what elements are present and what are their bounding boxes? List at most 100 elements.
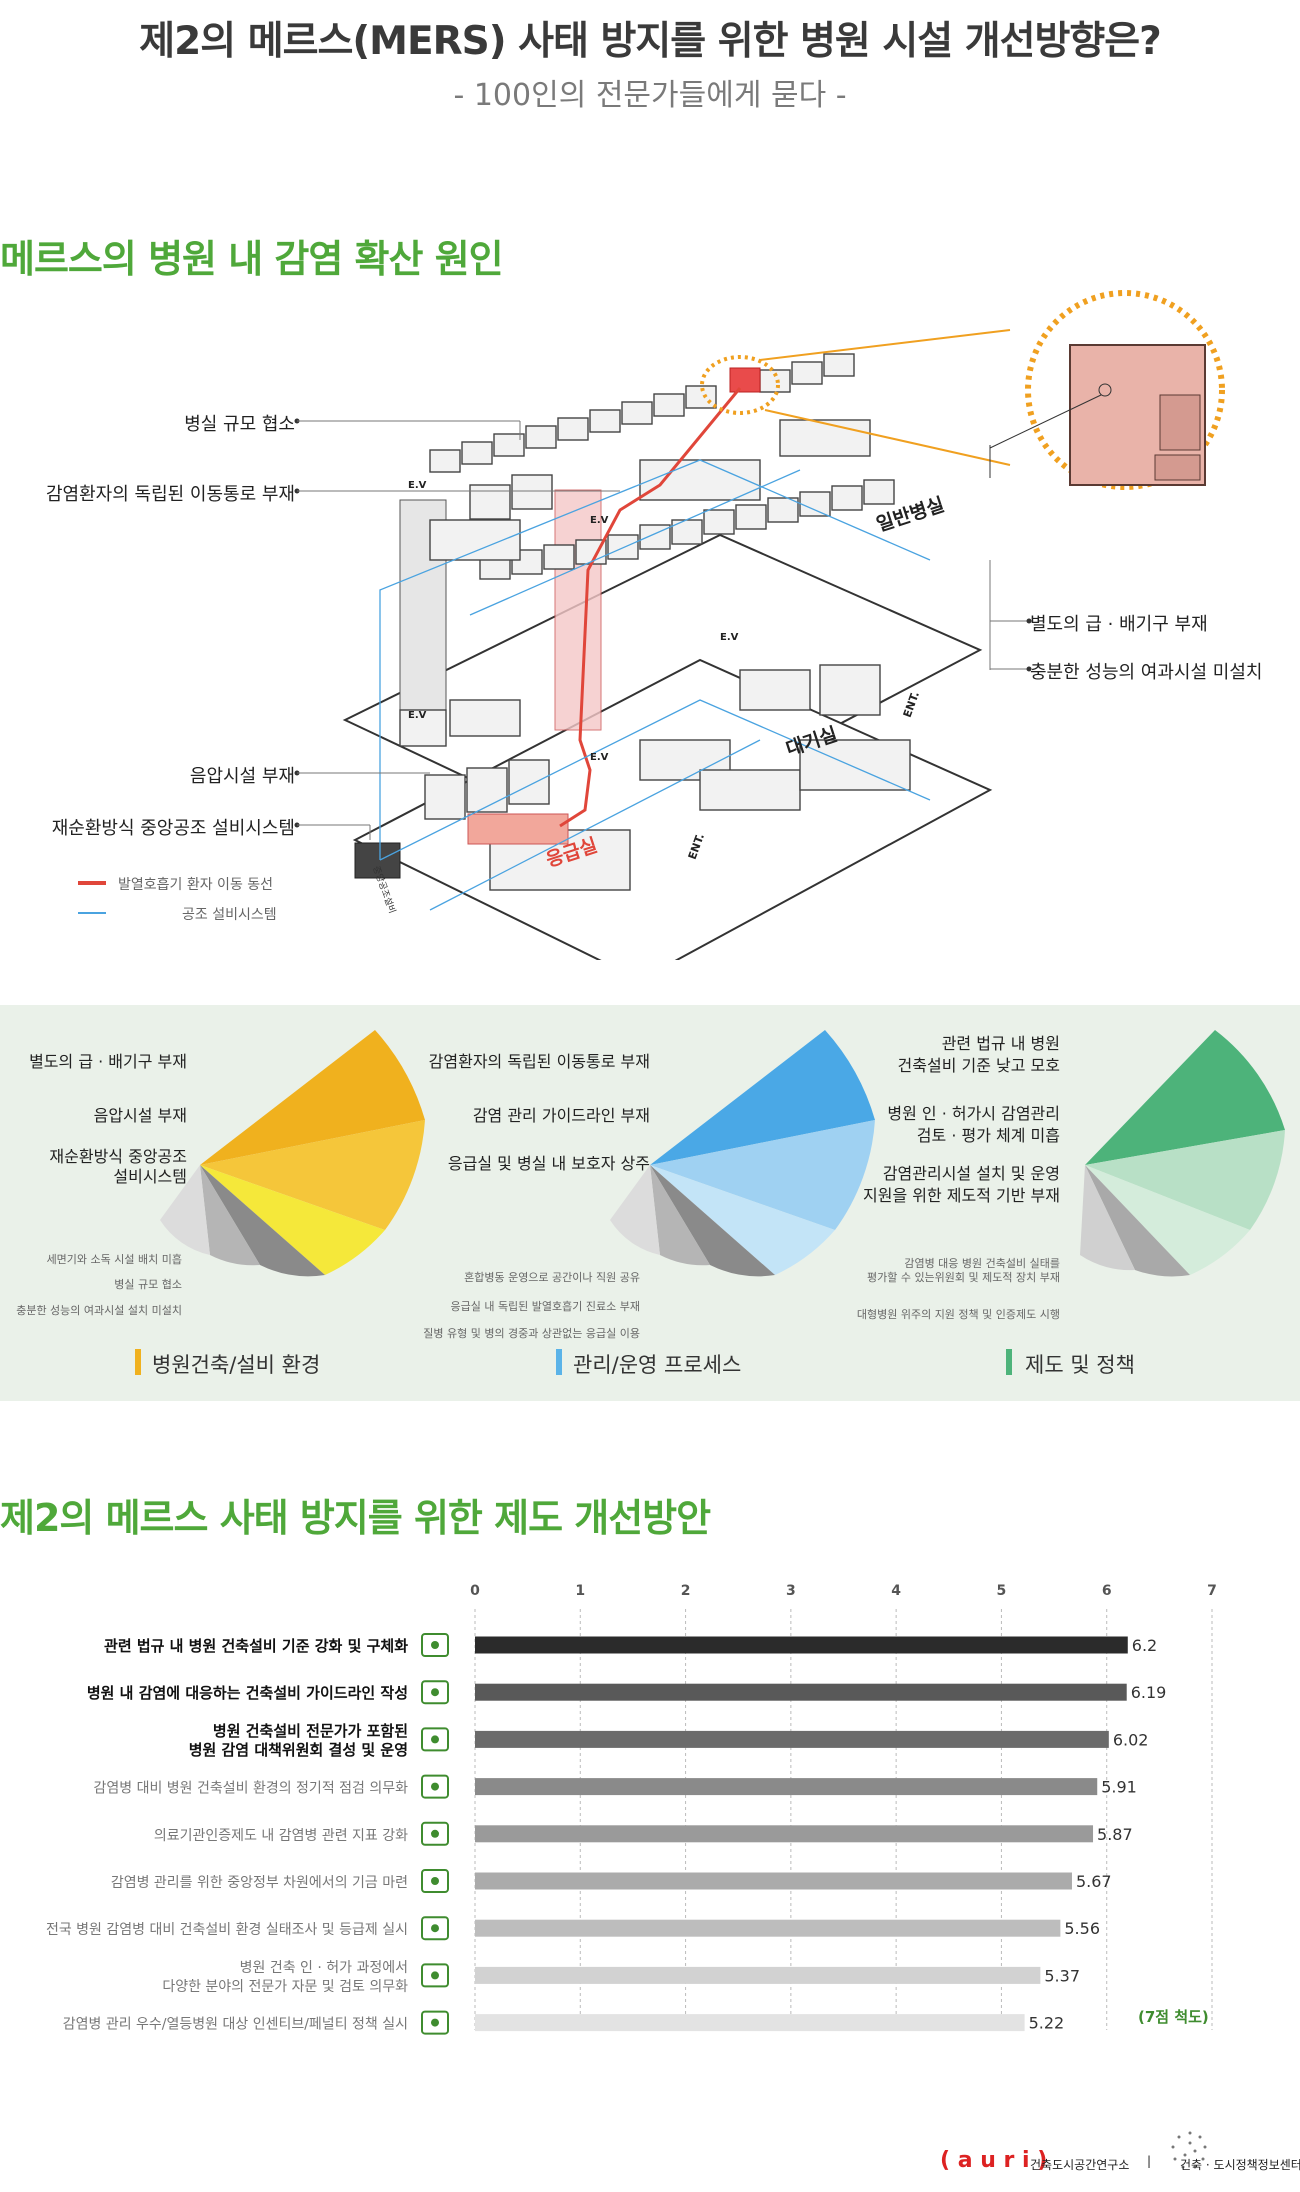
g3-major-2a: 병원 인 · 허가시 감염관리 (887, 1104, 1060, 1123)
consult-icon (421, 1963, 449, 1988)
fan-chart-policy (1080, 1030, 1285, 1277)
hvac-line-1 (379, 459, 931, 860)
hospital-floor-diagram (342, 290, 1225, 960)
ev-label-1: E.V (408, 480, 427, 491)
upper-rooms (429, 353, 895, 580)
certification-icon (421, 1821, 449, 1846)
x-tick-label: 5 (997, 1583, 1007, 1599)
gear-icon (421, 1916, 449, 1941)
g3-minor-2: 대형병원 위주의 지원 정책 및 인증제도 시행 (856, 1308, 1060, 1321)
category-label: 병원 감염 대책위원회 결성 및 운영 (189, 1741, 408, 1759)
bar-value-label: 5.91 (1101, 1778, 1137, 1797)
category-label: 감염병 관리 우수/열등병원 대상 인센티브/페널티 정책 실시 (63, 2017, 408, 2033)
auri-logo: ( a u r i ) (940, 2148, 1048, 2173)
g2-title: 관리/운영 프로세스 (573, 1353, 742, 1377)
x-tick-label: 0 (470, 1583, 480, 1599)
bar (475, 2014, 1025, 2032)
g3-color-tick (1006, 1349, 1012, 1375)
x-tick-label: 1 (575, 1583, 585, 1599)
wrench-icon (421, 1774, 449, 1799)
g3-major-2b: 검토 · 평가 체계 미흡 (916, 1126, 1060, 1145)
category-label: 전국 병원 감염병 대비 건축설비 환경 실태조사 및 등급제 실시 (46, 1922, 408, 1938)
category-label: 관련 법규 내 병원 건축설비 기준 강화 및 구체화 (104, 1637, 408, 1655)
g1-major-3: 재순환방식 중앙공조 (49, 1147, 187, 1166)
ev-label-4: E.V (590, 752, 609, 763)
label-room-size: 병실 규모 협소 (184, 414, 295, 435)
category-label: 병원 건축설비 전문가가 포함된 (213, 1722, 408, 1740)
g2-major-1: 감염환자의 독립된 이동통로 부재 (428, 1052, 650, 1071)
bar (475, 1683, 1127, 1701)
label-no-filter: 충분한 성능의 여과시설 미설치 (1030, 662, 1263, 683)
bar (475, 1636, 1128, 1654)
incentive-icon (421, 2010, 449, 2035)
scale-note: (7점 척도) (1138, 2008, 1209, 2026)
category-label: 감염병 대비 병원 건축설비 환경의 정기적 점검 의무화 (93, 1781, 408, 1797)
ev-label-5: E.V (720, 632, 739, 643)
footer-org2: 건축 · 도시정책정보센터 (1180, 2158, 1300, 2172)
x-tick-label: 3 (786, 1583, 796, 1599)
g2-minor-1: 혼합병동 운영으로 공간이나 직원 공유 (464, 1271, 640, 1284)
g1-title: 병원건축/설비 환경 (152, 1353, 321, 1377)
callout-small-ring (700, 355, 780, 415)
section1-heading: 메르스의 병원 내 감염 확산 원인 (0, 237, 504, 281)
bar-value-label: 6.19 (1131, 1683, 1167, 1702)
g2-minor-3: 질병 유형 및 병의 경중과 상관없는 응급실 이용 (423, 1327, 640, 1340)
category-label: 병원 내 감염에 대응하는 건축설비 가이드라인 작성 (87, 1684, 408, 1702)
page-subtitle: - 100인의 전문가들에게 묻다 - (453, 78, 847, 113)
bar (475, 1825, 1094, 1843)
bar (475, 1966, 1041, 1984)
category-label: 다양한 분야의 전문가 자문 및 검토 의무화 (162, 1979, 408, 1995)
bar-value-label: 5.87 (1097, 1825, 1133, 1844)
g3-major-3b: 지원을 위한 제도적 기반 부재 (863, 1186, 1060, 1205)
bar (475, 1919, 1061, 1937)
g3-minor-1a: 감염병 대응 병원 건축설비 실태를 (904, 1257, 1060, 1270)
right-leader-lines (989, 560, 1032, 672)
fan-chart-building (160, 1030, 425, 1277)
footer-separator: | (1147, 2154, 1152, 2168)
fund-icon (421, 1869, 449, 1893)
x-tick-label: 2 (681, 1583, 691, 1599)
committee-icon (421, 1727, 449, 1752)
g2-minor-2: 응급실 내 독립된 발열호흡기 진료소 부재 (450, 1300, 640, 1313)
isolation-room (729, 367, 761, 393)
legend-patient-route: 발열호흡기 환자 이동 동선 (118, 877, 274, 893)
page-title: 제2의 메르스(MERS) 사태 방지를 위한 병원 시설 개선방향은? (139, 19, 1162, 64)
bar (475, 1778, 1098, 1796)
diagram-legend-swatches (78, 881, 106, 914)
ev-label-2: E.V (590, 515, 609, 526)
bar-value-label: 5.37 (1044, 1966, 1080, 1985)
guide-book-icon (421, 1680, 449, 1705)
g3-minor-1b: 평가할 수 있는위원회 및 제도적 장치 부재 (866, 1271, 1060, 1284)
bar (475, 1872, 1072, 1890)
g3-title: 제도 및 정책 (1025, 1353, 1135, 1377)
x-tick-label: 6 (1102, 1583, 1112, 1599)
fan-chart-management (610, 1030, 875, 1277)
g1-minor-3: 충분한 성능의 여과시설 설치 미설치 (16, 1304, 182, 1317)
g3-major-1a: 관련 법규 내 병원 (941, 1034, 1060, 1053)
section3-heading: 제2의 메르스 사태 방지를 위한 제도 개선방안 (0, 1496, 711, 1540)
bar-value-label: 5.56 (1064, 1919, 1100, 1938)
g1-major-4: 설비시스템 (113, 1167, 187, 1186)
g1-major-2: 음압시설 부재 (93, 1106, 187, 1125)
hvac-unit (354, 842, 401, 879)
label-no-exhaust: 별도의 급 · 배기구 부재 (1030, 614, 1208, 635)
g1-color-tick (135, 1349, 141, 1375)
x-tick-label: 7 (1207, 1583, 1217, 1599)
bar-value-label: 5.67 (1076, 1872, 1112, 1891)
g2-major-3: 응급실 및 병실 내 보호자 상주 (447, 1154, 650, 1173)
label-no-negative-pressure: 음압시설 부재 (189, 766, 295, 787)
hvac-line-3 (469, 469, 801, 616)
ev-label-3: E.V (408, 710, 427, 721)
g1-minor-2: 병실 규모 협소 (114, 1278, 182, 1291)
category-label: 의료기관인증제도 내 감염병 관련 지표 강화 (154, 1828, 408, 1844)
info-center-logo (1171, 2131, 1207, 2169)
ev-shaft-red (554, 489, 602, 731)
label-recirculation-hvac: 재순환방식 중앙공조 설비시스템 (51, 818, 295, 839)
g1-minor-1: 세면기와 소독 시설 배치 미흡 (46, 1253, 182, 1266)
g3-major-1b: 건축설비 기준 낮고 모호 (897, 1056, 1060, 1075)
g2-major-2: 감염 관리 가이드라인 부재 (472, 1106, 650, 1125)
label-no-route: 감염환자의 독립된 이동통로 부재 (45, 484, 295, 505)
bar-value-label: 6.2 (1132, 1636, 1157, 1655)
scale-icon (421, 1633, 449, 1657)
